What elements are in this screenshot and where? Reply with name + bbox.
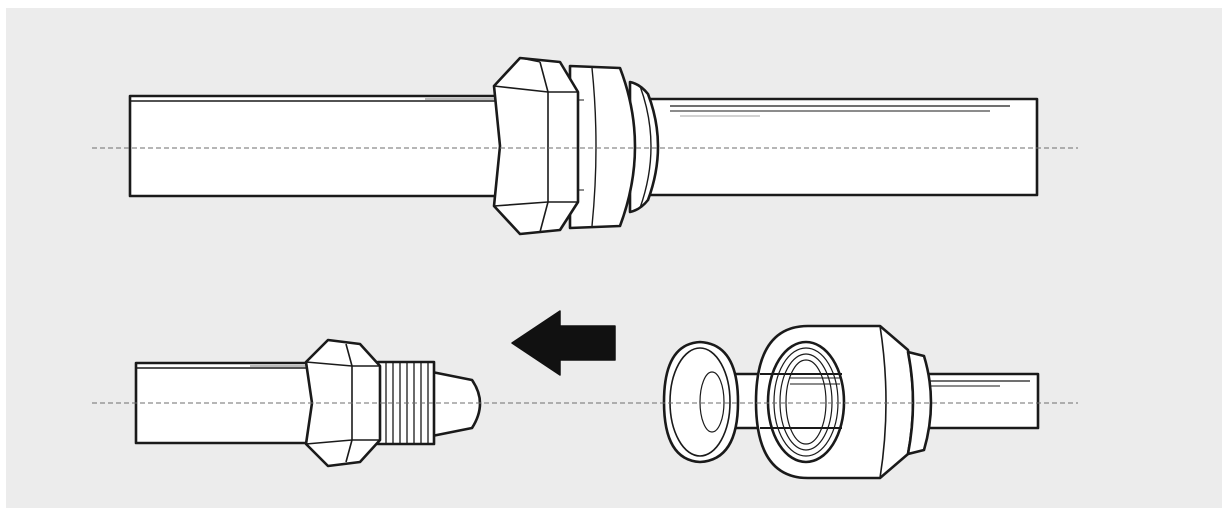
diagram-panel bbox=[6, 8, 1222, 508]
male-fitting-cone bbox=[430, 370, 482, 438]
assembled-right-pipe bbox=[638, 97, 1039, 197]
assembled-flare-joint bbox=[128, 56, 1039, 236]
female-fitting-thread-bore bbox=[766, 340, 846, 464]
female-flare-fitting bbox=[662, 324, 1040, 480]
assembled-union-body bbox=[568, 64, 637, 230]
assembled-hex-nut bbox=[492, 56, 580, 236]
female-fitting-flared-end bbox=[662, 340, 740, 464]
assembled-left-pipe bbox=[128, 94, 517, 198]
left-arrow-icon bbox=[511, 310, 616, 376]
